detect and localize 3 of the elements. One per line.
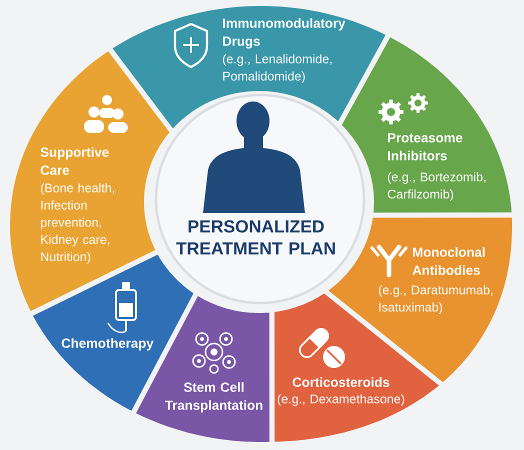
ring-segment: Proteasome Inhibitors (e.g., Bortezomib, Carfilzomib) — [342, 37, 512, 213]
ring-segment: Supportive Care (Bone health, Infection prevention, Kidney care, Nutrition) — [10, 51, 170, 312]
ring-segment: Immunomodulatory Drugs (e.g., Lenalidomide, Pomalidomide) — [112, 6, 386, 128]
